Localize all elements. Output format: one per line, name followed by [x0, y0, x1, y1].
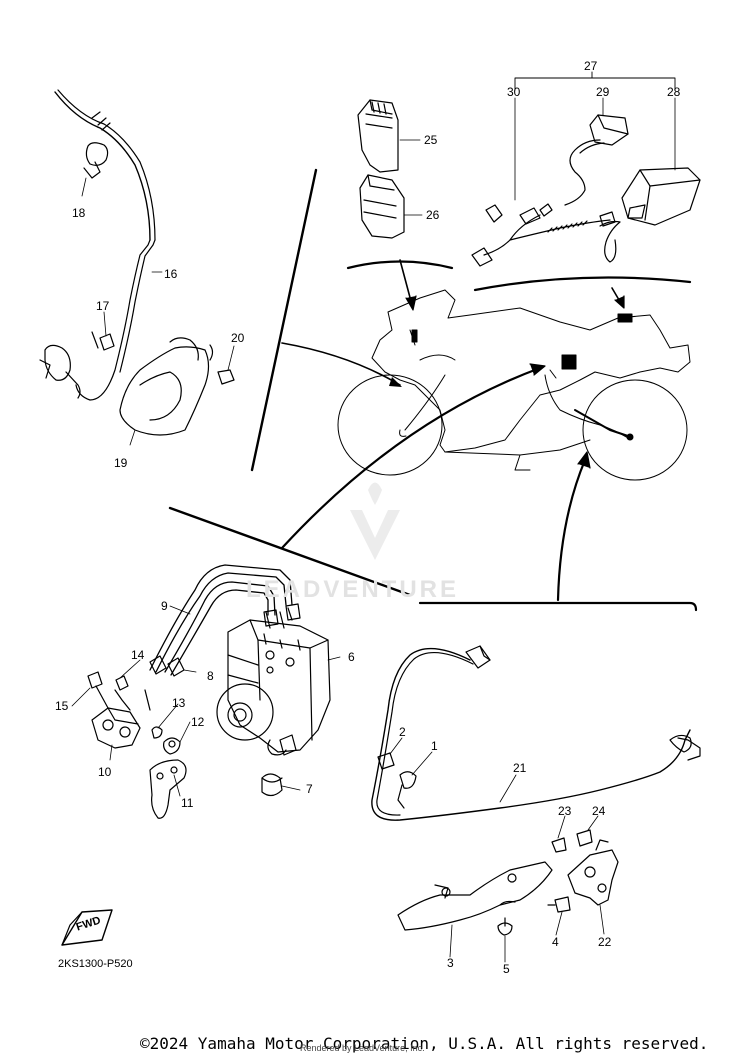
bracket-11 [149, 759, 187, 819]
ecu-harness [471, 71, 701, 267]
callout-19[interactable]: 19 [114, 456, 128, 470]
callout-21[interactable]: 21 [513, 761, 527, 775]
callout-22[interactable]: 22 [598, 935, 612, 949]
bracket-27 [514, 77, 676, 91]
callout-4[interactable]: 4 [552, 935, 559, 949]
rear-sensor-assembly [371, 645, 701, 936]
callout-12[interactable]: 12 [191, 715, 205, 729]
callout-11[interactable]: 11 [181, 796, 194, 810]
nut-13 [151, 726, 163, 739]
callout-24[interactable]: 24 [592, 804, 606, 818]
sensor-bracket-19 [119, 346, 210, 436]
front-sensor-lead [54, 91, 151, 241]
callout-27[interactable]: 27 [584, 59, 598, 73]
motorcycle-silhouette [337, 289, 691, 481]
abs-motor [216, 683, 274, 741]
bolt-2 [377, 752, 395, 770]
callout-10[interactable]: 10 [98, 765, 112, 779]
bolt-20 [217, 369, 235, 385]
rendered-by-credit: Rendered by LeadVenture, Inc. [300, 1043, 425, 1053]
callout-30[interactable]: 30 [507, 85, 521, 99]
sensor-bracket-3 [397, 861, 553, 931]
copyright-notice: ©2024 Yamaha Motor Corporation, U.S.A. A… [140, 1034, 709, 1053]
connector-26 [359, 174, 405, 239]
abs-unit-6 [227, 619, 331, 753]
callout-8[interactable]: 8 [207, 669, 214, 683]
callout-20[interactable]: 20 [231, 331, 245, 345]
bracket-10 [91, 707, 141, 749]
divider-top-right [473, 276, 692, 292]
connector-25 [357, 99, 399, 173]
bracket-22 [567, 849, 619, 906]
fwd-arrow-icon [61, 909, 113, 946]
callout-5[interactable]: 5 [503, 962, 510, 976]
damper-7 [261, 773, 283, 797]
watermark-logo [350, 482, 400, 560]
callout-18[interactable]: 18 [72, 206, 86, 220]
arrow-abs-unit [280, 366, 542, 550]
callout-28[interactable]: 28 [667, 85, 681, 99]
bolt-23 [551, 837, 567, 853]
grommet-12 [163, 737, 181, 755]
callout-13[interactable]: 13 [172, 696, 186, 710]
watermark-text: LEADVENTURE [246, 576, 460, 603]
callout-9[interactable]: 9 [161, 599, 168, 613]
callout-29[interactable]: 29 [596, 85, 610, 99]
brake-pipe-8 [164, 581, 276, 673]
arrow-front-sensor [281, 342, 401, 386]
callout-7[interactable]: 7 [306, 782, 313, 796]
bolt-15 [87, 671, 103, 689]
harness-coil [547, 220, 588, 233]
ecu-28 [621, 167, 701, 226]
divider-bottom-right [418, 601, 698, 612]
arrow-rear-sensor [556, 458, 587, 602]
bolt-24 [576, 829, 593, 847]
diagram-code: 2KS1300-P520 [58, 958, 133, 970]
bolt-14 [115, 675, 129, 691]
abs-unit-assembly [87, 564, 331, 819]
callout-1[interactable]: 1 [431, 739, 438, 753]
bolt-4 [554, 896, 571, 913]
callout-2[interactable]: 2 [399, 725, 406, 739]
divider-abs [168, 506, 412, 597]
callout-23[interactable]: 23 [558, 804, 572, 818]
callout-6[interactable]: 6 [348, 650, 355, 664]
callout-16[interactable]: 16 [164, 267, 178, 281]
divider-left [250, 168, 318, 472]
clamp-1 [399, 771, 417, 789]
rear-sensor-lead-21 [371, 647, 691, 821]
front-sensor-assembly [39, 89, 235, 436]
brake-pipe-9 [149, 564, 293, 671]
callout-25[interactable]: 25 [424, 133, 438, 147]
callout-14[interactable]: 14 [131, 648, 145, 662]
callout-26[interactable]: 26 [426, 208, 440, 222]
callout-17[interactable]: 17 [96, 299, 110, 313]
callout-3[interactable]: 3 [447, 956, 454, 970]
callout-15[interactable]: 15 [55, 699, 69, 713]
bolt-17 [99, 333, 115, 351]
